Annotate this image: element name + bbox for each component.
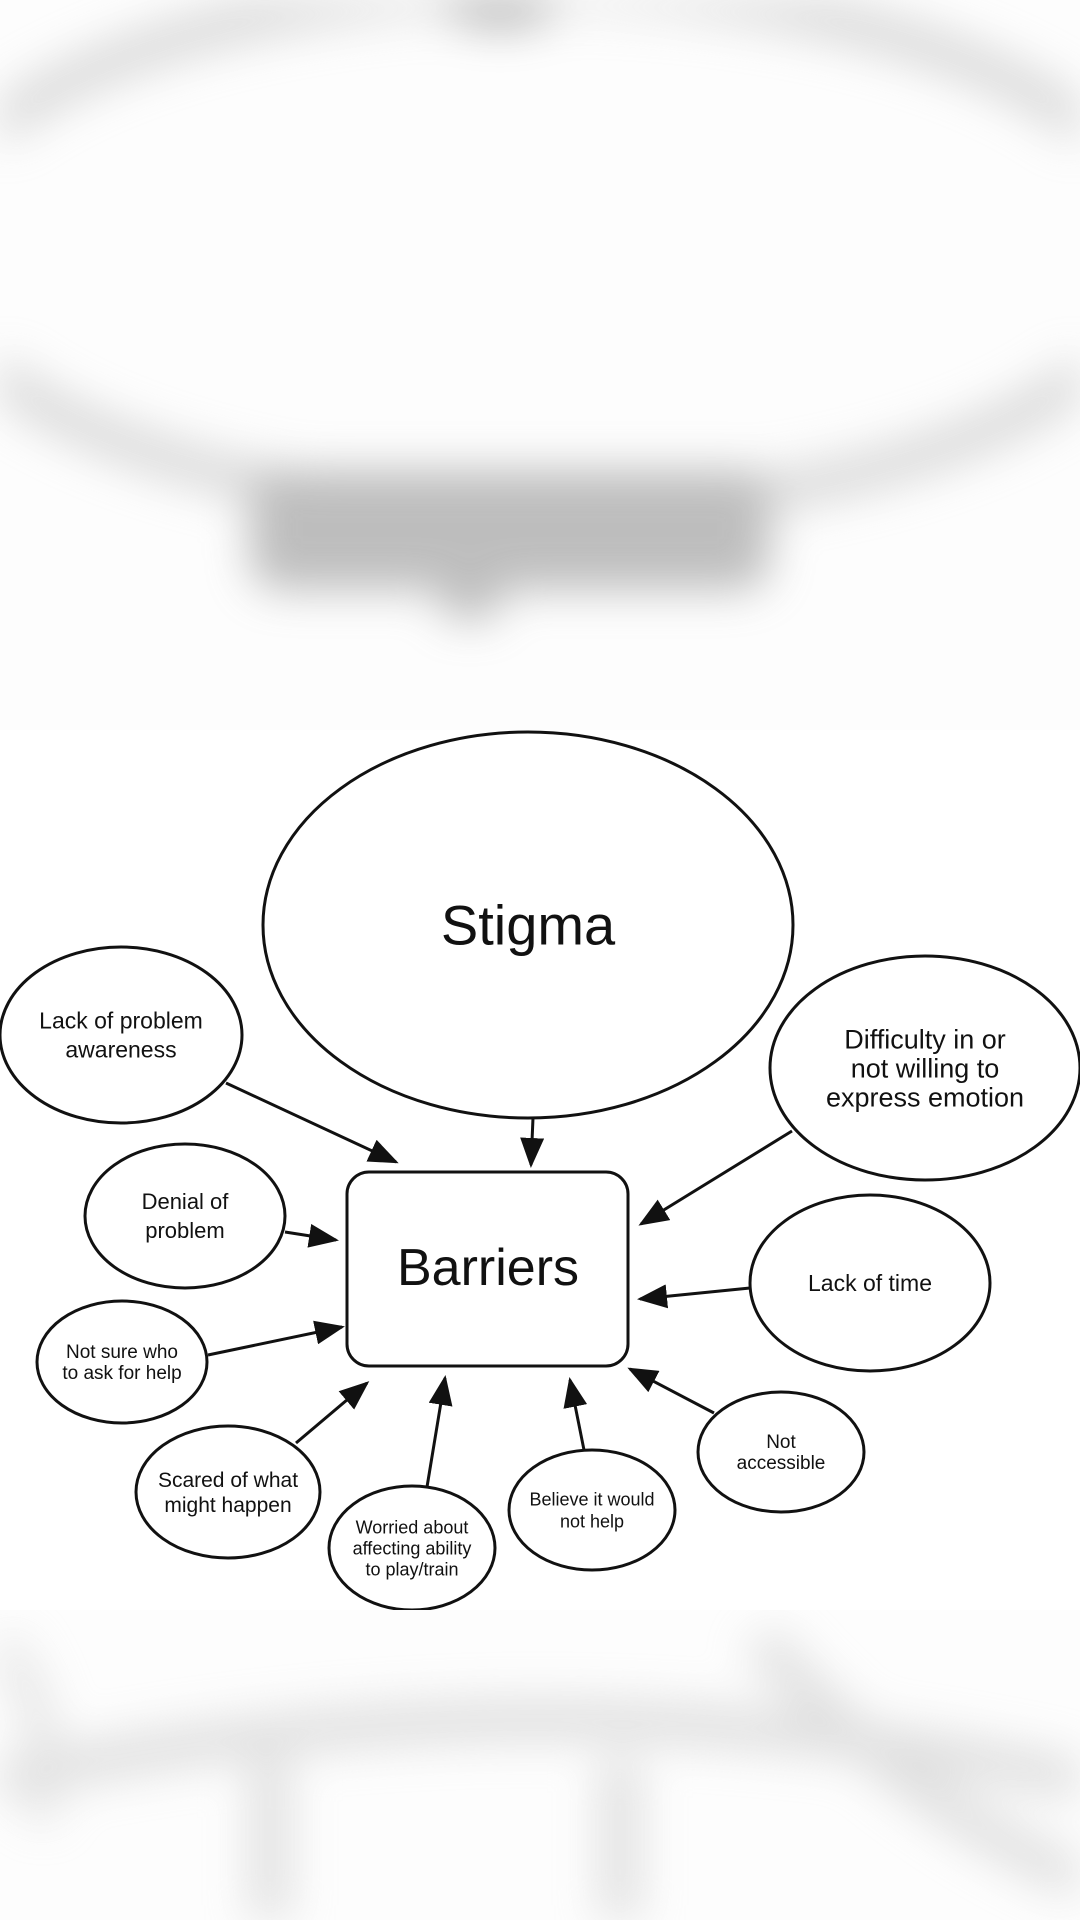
- lack-of-problem-awareness-label-line: Lack of problem: [39, 1008, 203, 1034]
- node-denial-of-problem: Denial of problem: [83, 1142, 287, 1290]
- arrow-not-sure-who-to-ask-to-barriers: [207, 1320, 345, 1357]
- stigma-ellipse: [261, 730, 795, 1120]
- difficulty-expressing-emotion-label-line: Difficulty in or: [844, 1024, 1006, 1054]
- scared-of-what-might-happen-label-line: Scared of what: [158, 1469, 298, 1492]
- barriers-label: Barriers: [397, 1239, 579, 1297]
- barriers-node: Barriers: [345, 1170, 630, 1368]
- scared-of-what-might-happen-ellipse: [134, 1424, 322, 1560]
- edges-layer: [207, 1081, 793, 1488]
- arrow-believe-it-would-not-help-to-barriers: [563, 1377, 588, 1451]
- node-lack-of-problem-awareness: Lack of problem awareness: [0, 945, 244, 1125]
- difficulty-expressing-emotion-ellipse: [768, 954, 1080, 1182]
- barriers-box: [345, 1170, 630, 1368]
- arrow-not-accessible-to-barriers: [627, 1367, 715, 1415]
- arrow-worried-about-ability-to-barriers: [425, 1375, 453, 1488]
- arrow-difficulty-expressing-emotion-to-barriers: [638, 1129, 793, 1226]
- worried-about-ability-label-line: to play/train: [365, 1559, 458, 1579]
- denial-of-problem-label-line: problem: [145, 1218, 224, 1243]
- not-accessible-label-line: accessible: [737, 1453, 826, 1474]
- not-accessible-label-line: Not: [766, 1432, 796, 1453]
- not-accessible-ellipse: [696, 1390, 866, 1514]
- worried-about-ability-label-line: Worried about: [356, 1517, 469, 1537]
- lack-of-time-ellipse: [748, 1193, 992, 1373]
- arrow-lack-of-problem-awareness-to-barriers: [225, 1081, 399, 1164]
- believe-it-would-not-help-label-line: Believe it would: [529, 1489, 654, 1509]
- difficulty-expressing-emotion-label-line: express emotion: [826, 1082, 1024, 1112]
- not-sure-who-to-ask-label-line: to ask for help: [62, 1363, 181, 1384]
- believe-it-would-not-help-label-line: not help: [560, 1511, 624, 1531]
- not-sure-who-to-ask-ellipse: [35, 1299, 209, 1425]
- lack-of-problem-awareness-ellipse: [0, 945, 244, 1125]
- arrow-scared-of-what-might-happen-to-barriers: [295, 1381, 370, 1445]
- scared-of-what-might-happen-label-line: might happen: [164, 1494, 291, 1517]
- node-stigma: Stigma: [261, 730, 795, 1120]
- believe-it-would-not-help-ellipse: [507, 1448, 677, 1572]
- not-sure-who-to-ask-label-line: Not sure who: [66, 1342, 178, 1363]
- lack-of-problem-awareness-label-line: awareness: [65, 1037, 176, 1063]
- stigma-label-line: Stigma: [441, 894, 616, 957]
- arrow-lack-of-time-to-barriers: [637, 1284, 751, 1309]
- lack-of-time-label-line: Lack of time: [808, 1270, 932, 1296]
- difficulty-expressing-emotion-label-line: not willing to: [851, 1053, 1000, 1083]
- arrow-denial-of-problem-to-barriers: [284, 1223, 339, 1248]
- denial-of-problem-label-line: Denial of: [142, 1189, 230, 1214]
- arrow-stigma-to-barriers: [520, 1117, 545, 1168]
- node-lack-of-time: Lack of time: [748, 1193, 992, 1373]
- denial-of-problem-ellipse: [83, 1142, 287, 1290]
- worried-about-ability-label-line: affecting ability: [353, 1538, 472, 1558]
